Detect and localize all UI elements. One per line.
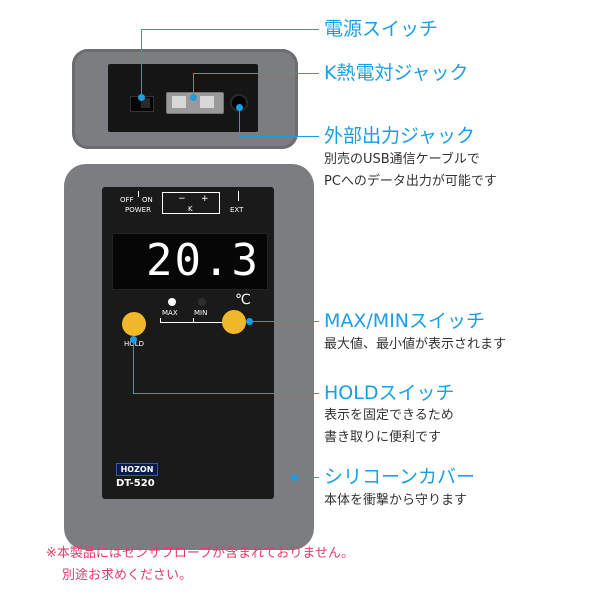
- power-switch-leader: [141, 29, 142, 97]
- silicone-leader: [295, 477, 319, 478]
- power-tick: [138, 191, 139, 197]
- silicone-dot: [291, 474, 298, 481]
- ext-jack-dot: [236, 104, 243, 111]
- ext-jack-leader: [239, 106, 240, 136]
- k-jack-frame: [162, 192, 220, 214]
- hold-dot: [130, 336, 137, 343]
- maxmin-title: MAX/MINスイッチ: [324, 310, 486, 332]
- ext-jack-title: 外部出力ジャック: [324, 125, 476, 147]
- k-plus-label: +: [201, 194, 209, 204]
- min-indicator-led: [198, 298, 206, 306]
- min-label: MIN: [194, 309, 208, 317]
- maxmin-bracket-left: [160, 318, 161, 323]
- k-jack-leader: [193, 73, 194, 97]
- power-label: POWER: [125, 206, 151, 214]
- k-jack-pin-minus: [172, 96, 186, 108]
- display-reading: 20.3: [146, 235, 260, 286]
- hold-button[interactable]: [122, 312, 146, 336]
- maxmin-button[interactable]: [222, 310, 246, 334]
- maxmin-bracket-mid: [193, 318, 194, 323]
- power-switch-leader-h: [141, 29, 319, 30]
- power-switch-dot: [138, 94, 145, 101]
- hold-leader-h: [133, 393, 319, 394]
- hold-title: HOLDスイッチ: [324, 382, 455, 404]
- ext-label: EXT: [230, 206, 244, 214]
- hold-label: HOLD: [124, 340, 145, 348]
- power-off-label: OFF: [120, 196, 134, 204]
- note-line-2: 別途お求めください。: [62, 568, 193, 583]
- maxmin-leader: [246, 321, 319, 322]
- ext-jack-leader-h: [239, 136, 319, 137]
- model-label: DT-520: [116, 478, 155, 489]
- ext-jack-desc-2: PCへのデータ出力が可能です: [324, 174, 497, 189]
- silicone-desc-1: 本体を衝撃から守ります: [324, 493, 468, 508]
- k-jack-dot: [190, 94, 197, 101]
- power-switch-knob: [141, 98, 150, 108]
- power-on-label: ON: [142, 196, 153, 204]
- max-indicator-led: [168, 298, 176, 306]
- maxmin-desc-1: 最大値、最小値が表示されます: [324, 337, 507, 352]
- maxmin-bracket: [160, 322, 225, 323]
- hold-desc-2: 書き取りに便利です: [324, 430, 442, 445]
- hold-leader: [133, 344, 134, 393]
- k-jack-leader-h: [193, 73, 319, 74]
- hold-desc-1: 表示を固定できるため: [324, 408, 454, 423]
- max-label: MAX: [162, 309, 178, 317]
- k-jack-title: K熱電対ジャック: [324, 62, 469, 84]
- lcd-display: [112, 233, 268, 290]
- k-jack-pin-plus: [200, 96, 214, 108]
- ext-jack-desc-1: 別売のUSB通信ケーブルで: [324, 152, 480, 167]
- maxmin-dot: [246, 318, 253, 325]
- ext-tick: [238, 191, 239, 201]
- unit-label: ℃: [235, 292, 251, 308]
- brand-logo: HOZON: [116, 463, 158, 476]
- k-label: K: [188, 205, 193, 213]
- k-minus-label: −: [178, 194, 186, 204]
- silicone-title: シリコーンカバー: [324, 466, 476, 488]
- power-switch-title: 電源スイッチ: [324, 18, 439, 40]
- note-line-1: ※本製品にはセンサプローブが含まれておりません。: [46, 546, 354, 561]
